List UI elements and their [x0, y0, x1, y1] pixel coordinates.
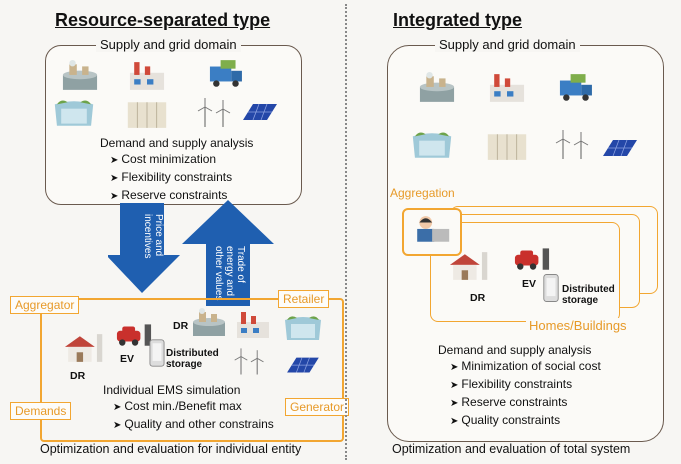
right-analysis-item: Minimization of social cost — [450, 358, 600, 376]
battery-rack-icon — [485, 130, 529, 162]
right-ev-label: EV — [522, 278, 537, 290]
right-analysis-item: Flexibility constraints — [450, 376, 601, 394]
dam-icon — [52, 98, 96, 130]
power-plant-icon — [58, 60, 102, 92]
ems-item: Quality and other constrains — [113, 416, 273, 434]
right-analysis-title: Demand and supply analysis — [438, 343, 592, 357]
power-plant-icon — [415, 72, 459, 104]
aggregation-box — [402, 208, 462, 256]
house-icon — [60, 332, 104, 364]
right-domain-label: Supply and grid domain — [435, 37, 580, 52]
left-analysis-item: Reserve constraints — [110, 187, 253, 205]
truck-icon — [555, 72, 599, 104]
dam-icon — [410, 130, 454, 162]
wind-turbine-icon — [195, 96, 235, 128]
factory-icon — [232, 310, 274, 340]
left-analysis: Demand and supply analysis Cost minimiza… — [100, 135, 253, 205]
homes-buildings-label: Homes/Buildings — [526, 318, 630, 333]
right-analysis-item: Quality constraints — [450, 412, 601, 430]
right-footer: Optimization and evaluation of total sys… — [392, 442, 631, 456]
generator-tag: Generator — [285, 398, 350, 416]
house-icon — [445, 250, 489, 282]
ev-label: EV — [120, 353, 135, 365]
divider-line — [345, 4, 347, 460]
left-title: Resource-separated type — [55, 10, 271, 30]
ems-item: Cost min./Benefit max — [113, 398, 274, 416]
right-storage-label: Distributed storage — [562, 284, 615, 306]
trade-energy-arrow — [182, 200, 274, 306]
storage-cell-icon — [148, 338, 166, 368]
dam-icon — [282, 314, 324, 344]
ev-charger-icon — [510, 242, 554, 274]
right-dr-label: DR — [470, 292, 486, 304]
storage-label: Distributed storage — [166, 348, 219, 370]
left-analysis-item: Flexibility constraints — [110, 169, 253, 187]
wind-turbine-icon — [232, 346, 268, 376]
arrow-down-text: Price and incentives — [142, 214, 164, 259]
right-analysis-item: Reserve constraints — [450, 394, 601, 412]
wind-turbine-icon — [553, 128, 593, 160]
dr-label: DR — [70, 370, 86, 382]
right-title: Integrated type — [393, 10, 523, 30]
power-plant-icon — [188, 308, 230, 338]
truck-icon — [205, 58, 249, 90]
factory-icon — [125, 60, 169, 92]
solar-panel-icon — [598, 134, 640, 164]
solar-panel-icon — [282, 352, 322, 380]
price-incentives-arrow — [108, 203, 180, 293]
left-entity-box — [40, 298, 344, 442]
operator-icon — [408, 214, 452, 246]
storage-cell-icon — [542, 272, 560, 304]
ems-block: Individual EMS simulation Cost min./Bene… — [103, 382, 274, 434]
solar-panel-icon — [238, 98, 280, 128]
demands-tag: Demands — [10, 402, 72, 420]
arrow-up-text: Trade of energy and other values — [213, 246, 246, 301]
left-analysis-title: Demand and supply analysis — [100, 136, 254, 150]
left-footer: Optimization and evaluation for individu… — [40, 442, 302, 456]
right-analysis: Demand and supply analysis Minimization … — [438, 342, 601, 430]
left-domain-label: Supply and grid domain — [96, 37, 241, 52]
left-analysis-item: Cost minimization — [110, 151, 253, 169]
dr-label-2: DR — [173, 320, 189, 332]
battery-rack-icon — [125, 98, 169, 130]
ems-title: Individual EMS simulation — [103, 383, 241, 397]
aggregator-tag: Aggregator — [10, 296, 80, 314]
factory-icon — [485, 72, 529, 104]
retailer-tag: Retailer — [278, 290, 330, 308]
aggregation-label: Aggregation — [390, 186, 455, 200]
